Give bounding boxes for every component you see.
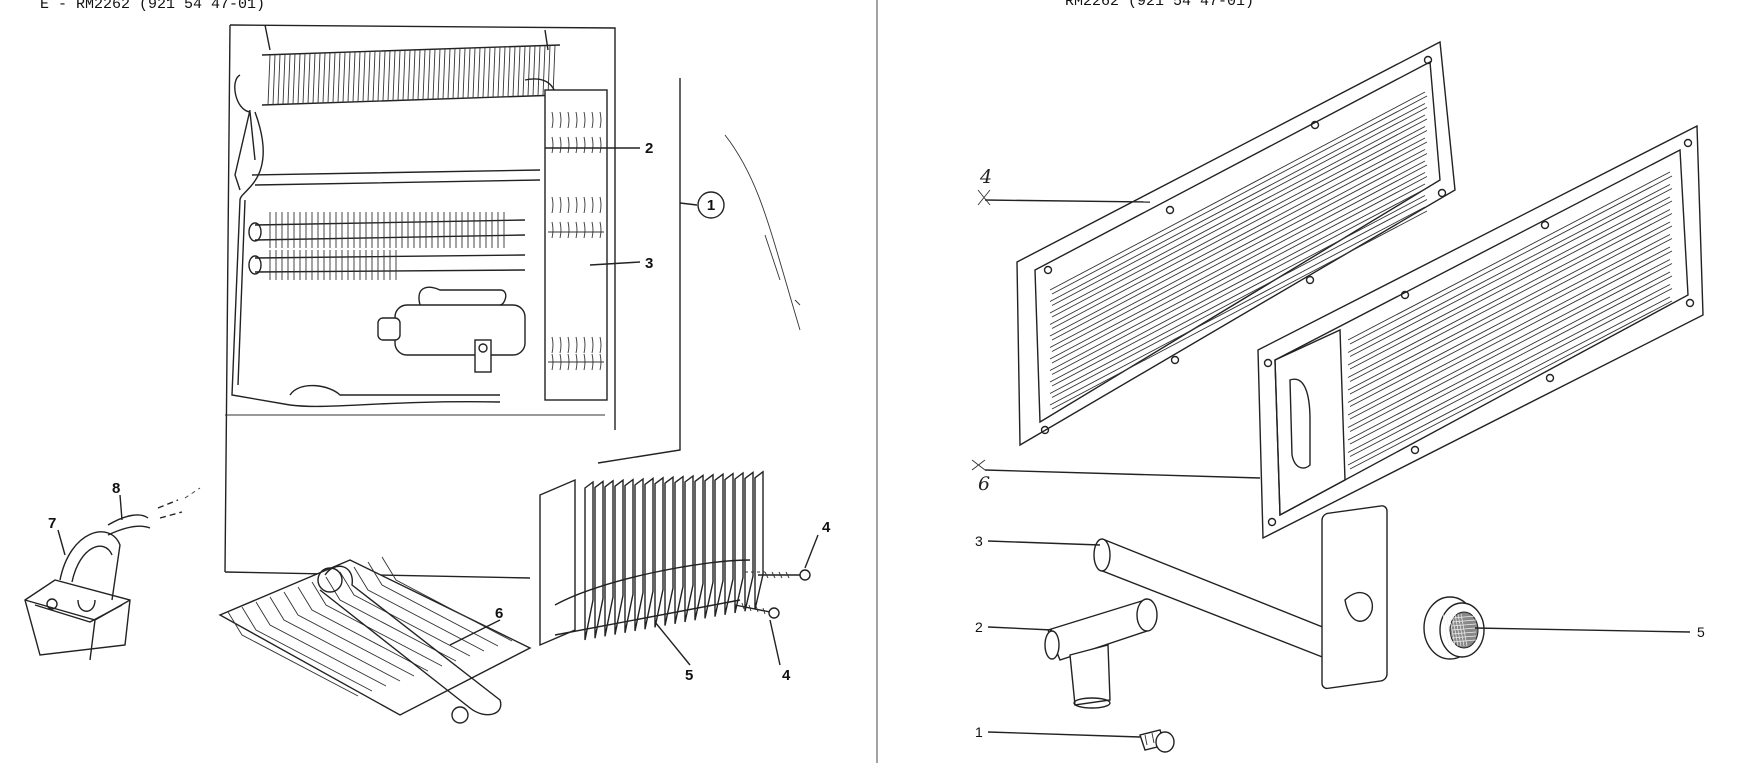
- callout-4-upper: 4: [822, 519, 831, 536]
- condenser-fins: [234, 24, 561, 161]
- callout-1-right: 1: [975, 724, 983, 740]
- cooling-unit-assembly: 1: [224, 24, 801, 579]
- callout-6-right: 6: [978, 473, 990, 495]
- flue-t-piece: [1044, 598, 1158, 709]
- callout-6-left: 6: [495, 605, 503, 622]
- vent-grille-upper: [1016, 40, 1456, 447]
- screw-small: [1139, 729, 1175, 753]
- screw-lower: [734, 602, 780, 619]
- boiler-tank: [377, 286, 526, 373]
- callout-7: 7: [48, 515, 56, 532]
- callout-5-right: 5: [1697, 624, 1705, 640]
- insulation-tube: [544, 89, 641, 401]
- callout-3-right: 3: [975, 533, 983, 549]
- flue-pipe: [1093, 505, 1388, 690]
- drain-hose: [107, 487, 201, 536]
- left-panel-header: E - RM2262 (921 54 47-01): [40, 0, 265, 13]
- callout-4-right: 4: [979, 166, 992, 188]
- callout-assembly: 1: [707, 197, 715, 214]
- callout-2-left: 2: [645, 140, 653, 157]
- callout-5-left: 5: [685, 667, 693, 684]
- filter-cap: [1423, 596, 1485, 660]
- callout-4-lower: 4: [782, 667, 791, 684]
- assembly-callout-circle: [697, 191, 725, 219]
- callout-2-right: 2: [975, 619, 983, 635]
- absorber-coil: [248, 212, 526, 280]
- finned-deflector: [539, 470, 764, 647]
- drain-tray: [218, 556, 532, 724]
- vent-grille-lower: [1257, 124, 1704, 540]
- right-panel-header: RM2262 (921 54 47-01): [1065, 0, 1254, 10]
- screw-upper: [758, 569, 811, 581]
- callout-8: 8: [112, 480, 120, 497]
- callout-3-left: 3: [645, 255, 653, 272]
- drain-box: [24, 531, 131, 661]
